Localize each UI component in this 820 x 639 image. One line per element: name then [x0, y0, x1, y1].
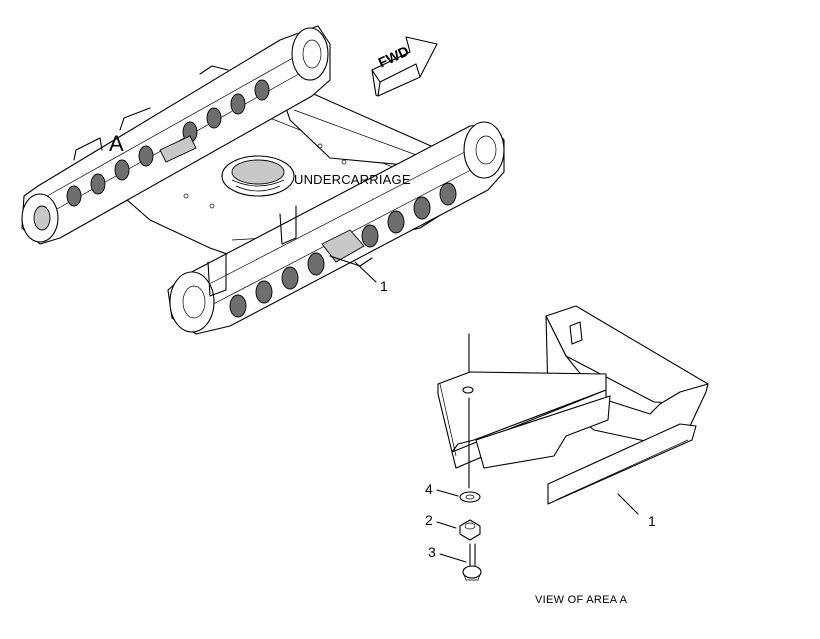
callout-2: 2 — [425, 512, 433, 528]
callout-1-main: 1 — [380, 278, 388, 294]
nut-part — [459, 519, 481, 541]
bolt-part — [462, 543, 482, 581]
washer-part — [459, 491, 481, 503]
right-track-frame — [167, 121, 505, 335]
center-hub — [221, 155, 295, 197]
view-caption: VIEW OF AREA A — [535, 594, 628, 606]
left-track-frame — [21, 25, 331, 245]
detail-view-area-a — [437, 305, 709, 505]
fwd-arrow-icon — [371, 36, 438, 97]
callout-3: 3 — [428, 544, 436, 560]
area-a-marker: A — [109, 131, 124, 156]
callout-4: 4 — [425, 481, 433, 497]
callout-1-detail: 1 — [648, 513, 656, 529]
undercarriage-assembly — [21, 25, 505, 335]
undercarriage-label: UNDERCARRIAGE — [294, 172, 411, 187]
